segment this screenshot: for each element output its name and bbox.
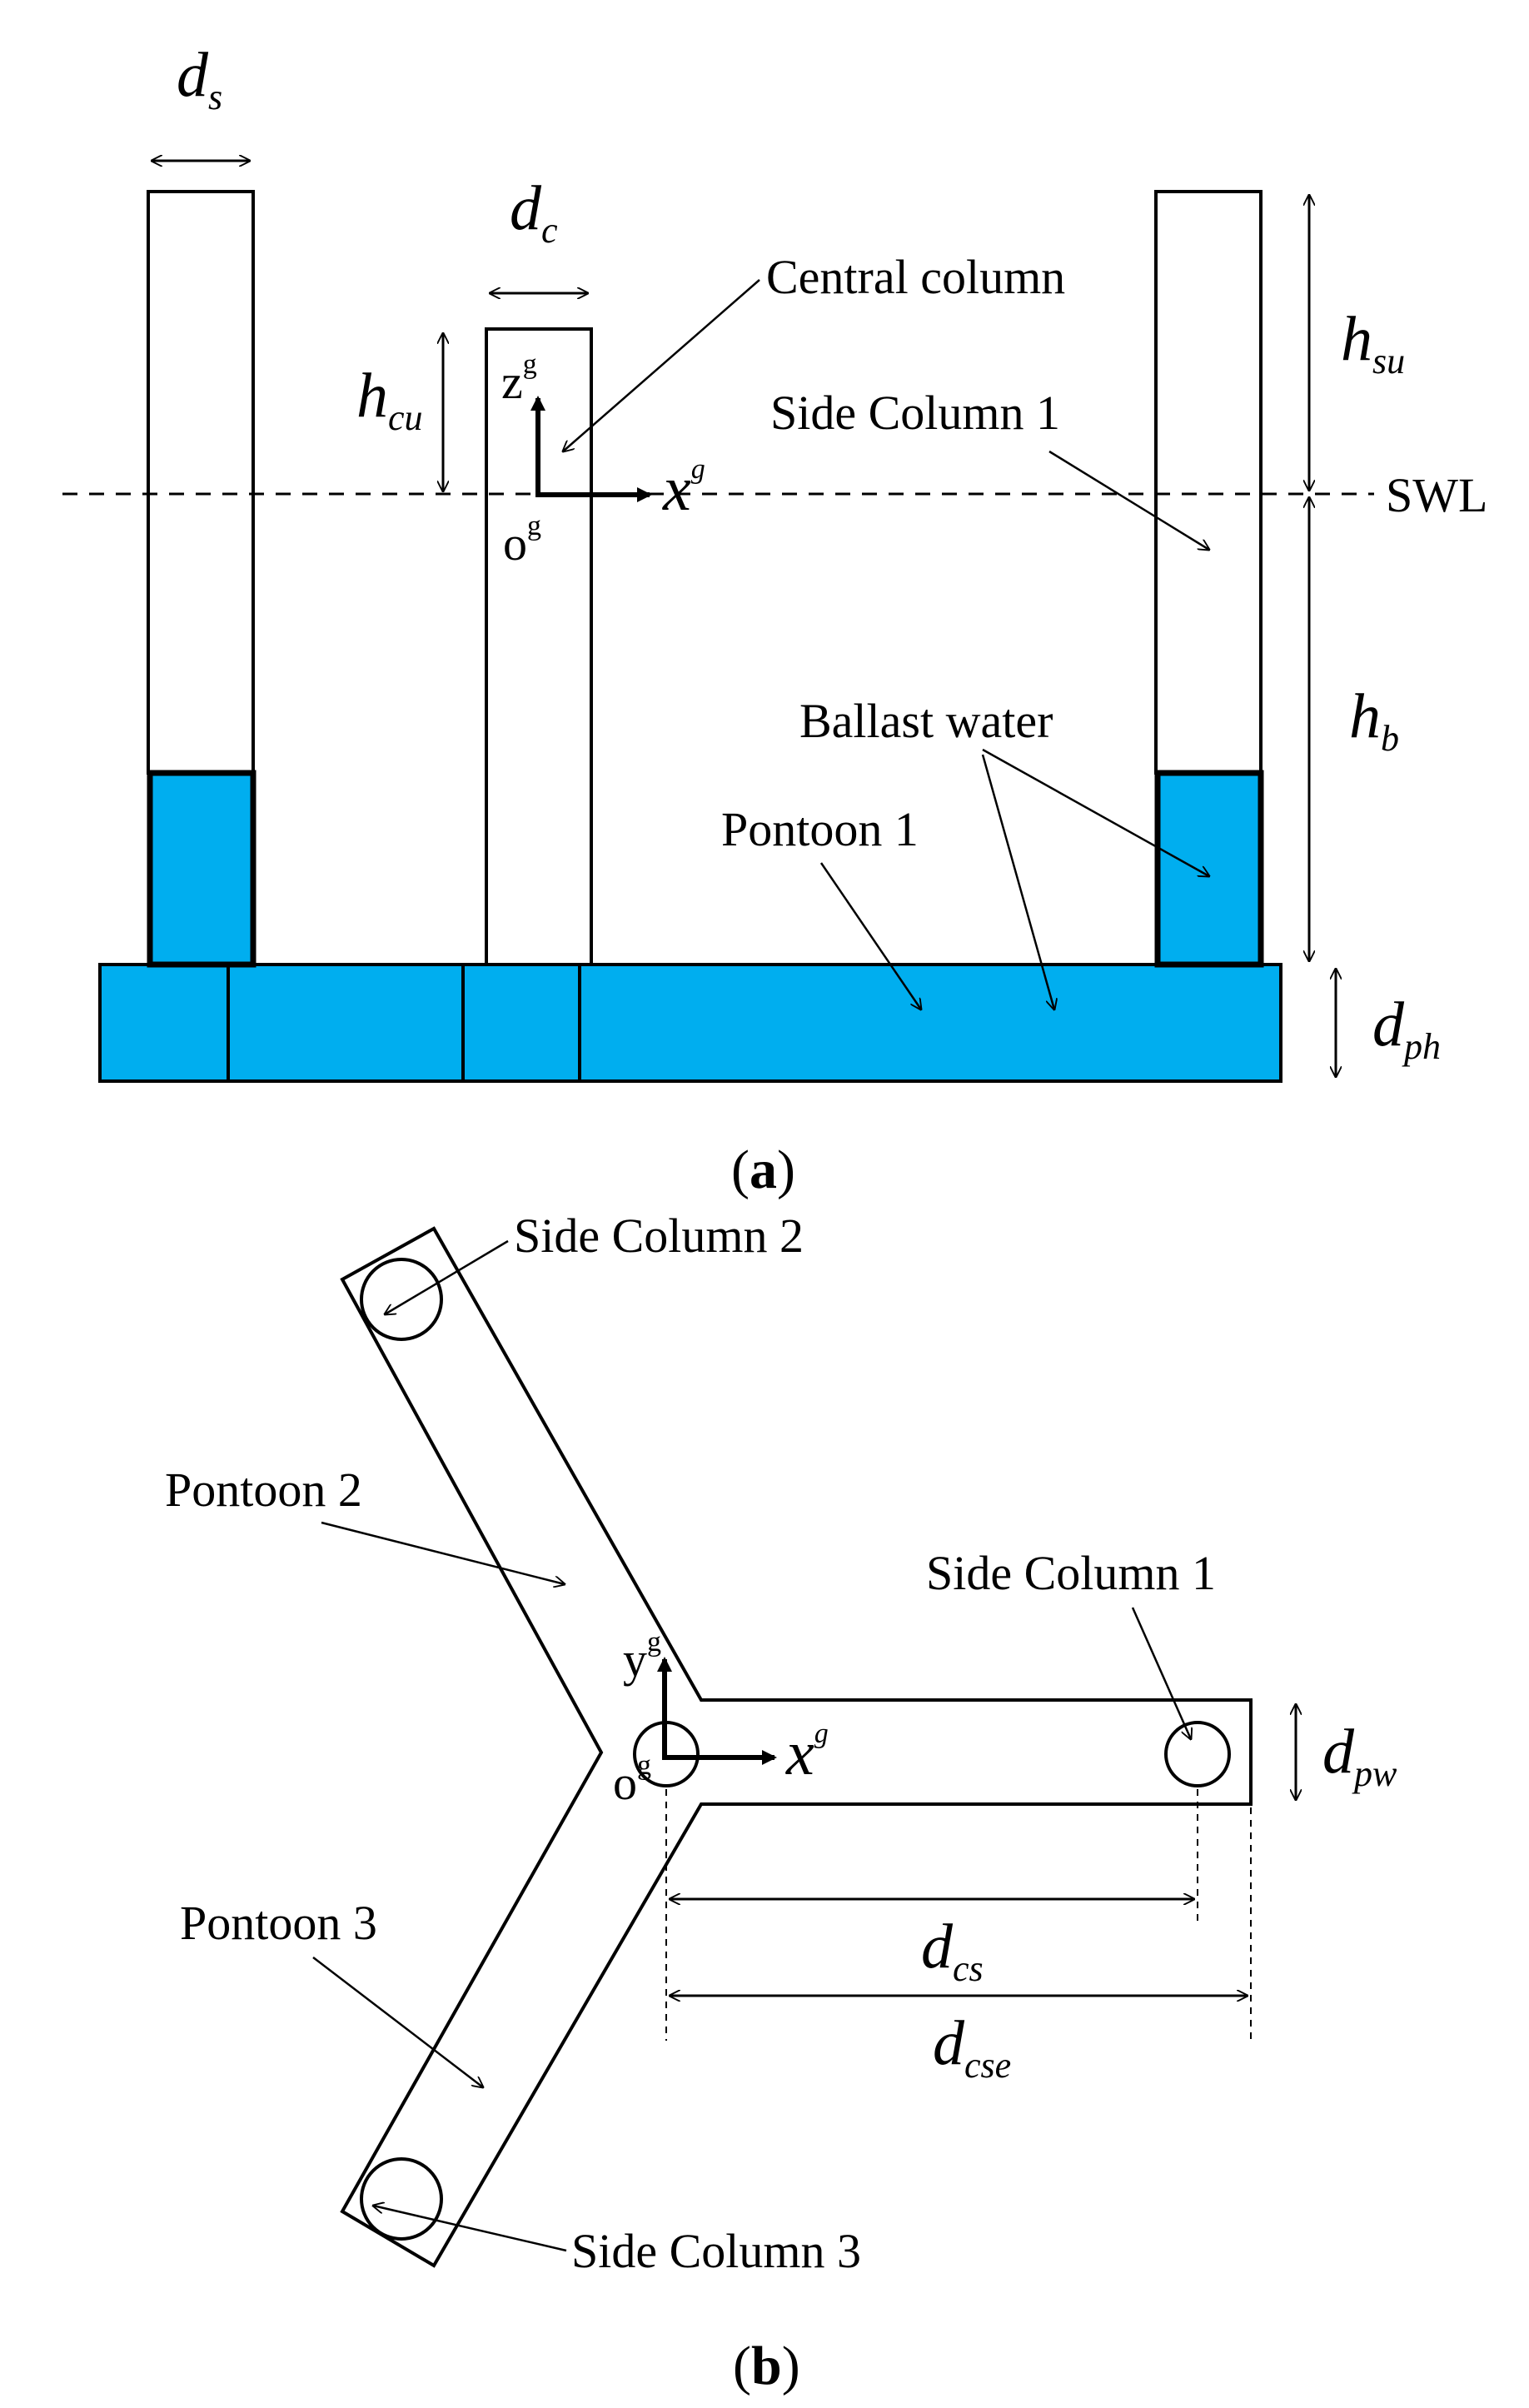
- x-axis-label: xg: [785, 1718, 829, 1788]
- side-column-1: [1154, 190, 1263, 775]
- pontoon-1-leader: [819, 862, 921, 1010]
- side-column-2-leader: [385, 1239, 509, 1314]
- left-ballast-water: [147, 770, 256, 968]
- x-axis-label: xg: [662, 454, 705, 524]
- side-column-1-label: Side Column 1: [926, 1546, 1216, 1600]
- dc-label: dc: [510, 173, 558, 251]
- dcse-label: dcse: [933, 2008, 1011, 2086]
- left-side-column: [147, 190, 255, 775]
- hcu-label: hcu: [356, 361, 423, 438]
- dcs-label: dcs: [921, 1912, 984, 1989]
- ds-label: ds: [177, 40, 222, 117]
- dpw-label: dpw: [1322, 1717, 1397, 1794]
- dph-label: dph: [1372, 990, 1441, 1067]
- panel-a: SWL ds dc hcu hsu hb dph zg xg og Centra…: [62, 40, 1487, 1200]
- pontoon-1-section: [98, 963, 1282, 1083]
- pontoon-2-label: Pontoon 2: [165, 1463, 362, 1517]
- panel-b: dpw dcs dcse yg xg og Side Column 2 Pont…: [165, 1209, 1397, 2396]
- y-axis-label: yg: [623, 1627, 661, 1687]
- origin-label: og: [613, 1750, 651, 1810]
- hsu-label: hsu: [1341, 304, 1405, 381]
- ballast-water-leader-pontoon: [981, 754, 1054, 1010]
- side-column-2-label: Side Column 2: [514, 1209, 804, 1263]
- side-column-2-plan: [360, 1258, 443, 1341]
- z-axis-label: zg: [501, 349, 537, 409]
- swl-label: SWL: [1386, 468, 1487, 522]
- origin-label: og: [503, 511, 541, 571]
- y-pontoon-outline: [340, 1226, 1253, 2268]
- pontoon-3-leader: [312, 1957, 483, 2087]
- side-column-3-plan: [360, 2157, 443, 2241]
- caption-b: (b): [733, 2336, 800, 2396]
- caption-a: (a): [731, 1139, 795, 1200]
- side-column-3-leader: [373, 2206, 567, 2252]
- side-column-1-label: Side Column 1: [770, 386, 1060, 440]
- central-column: [485, 327, 593, 966]
- central-column-leader: [563, 279, 760, 451]
- side-column-3-label: Side Column 3: [571, 2224, 861, 2278]
- pontoon-2-leader: [321, 1521, 565, 1584]
- pontoon-3-label: Pontoon 3: [180, 1896, 377, 1950]
- ballast-water-leader-right: [982, 748, 1209, 876]
- side-column-1-leader: [1048, 450, 1209, 550]
- side-column-1-leader: [1131, 1607, 1191, 1739]
- ballast-water-label: Ballast water: [799, 694, 1053, 748]
- side-column-1-plan: [1164, 1721, 1231, 1787]
- pontoon-1-label: Pontoon 1: [721, 802, 919, 856]
- hb-label: hb: [1349, 681, 1399, 759]
- right-ballast-water: [1154, 770, 1264, 968]
- central-column-label: Central column: [766, 250, 1065, 304]
